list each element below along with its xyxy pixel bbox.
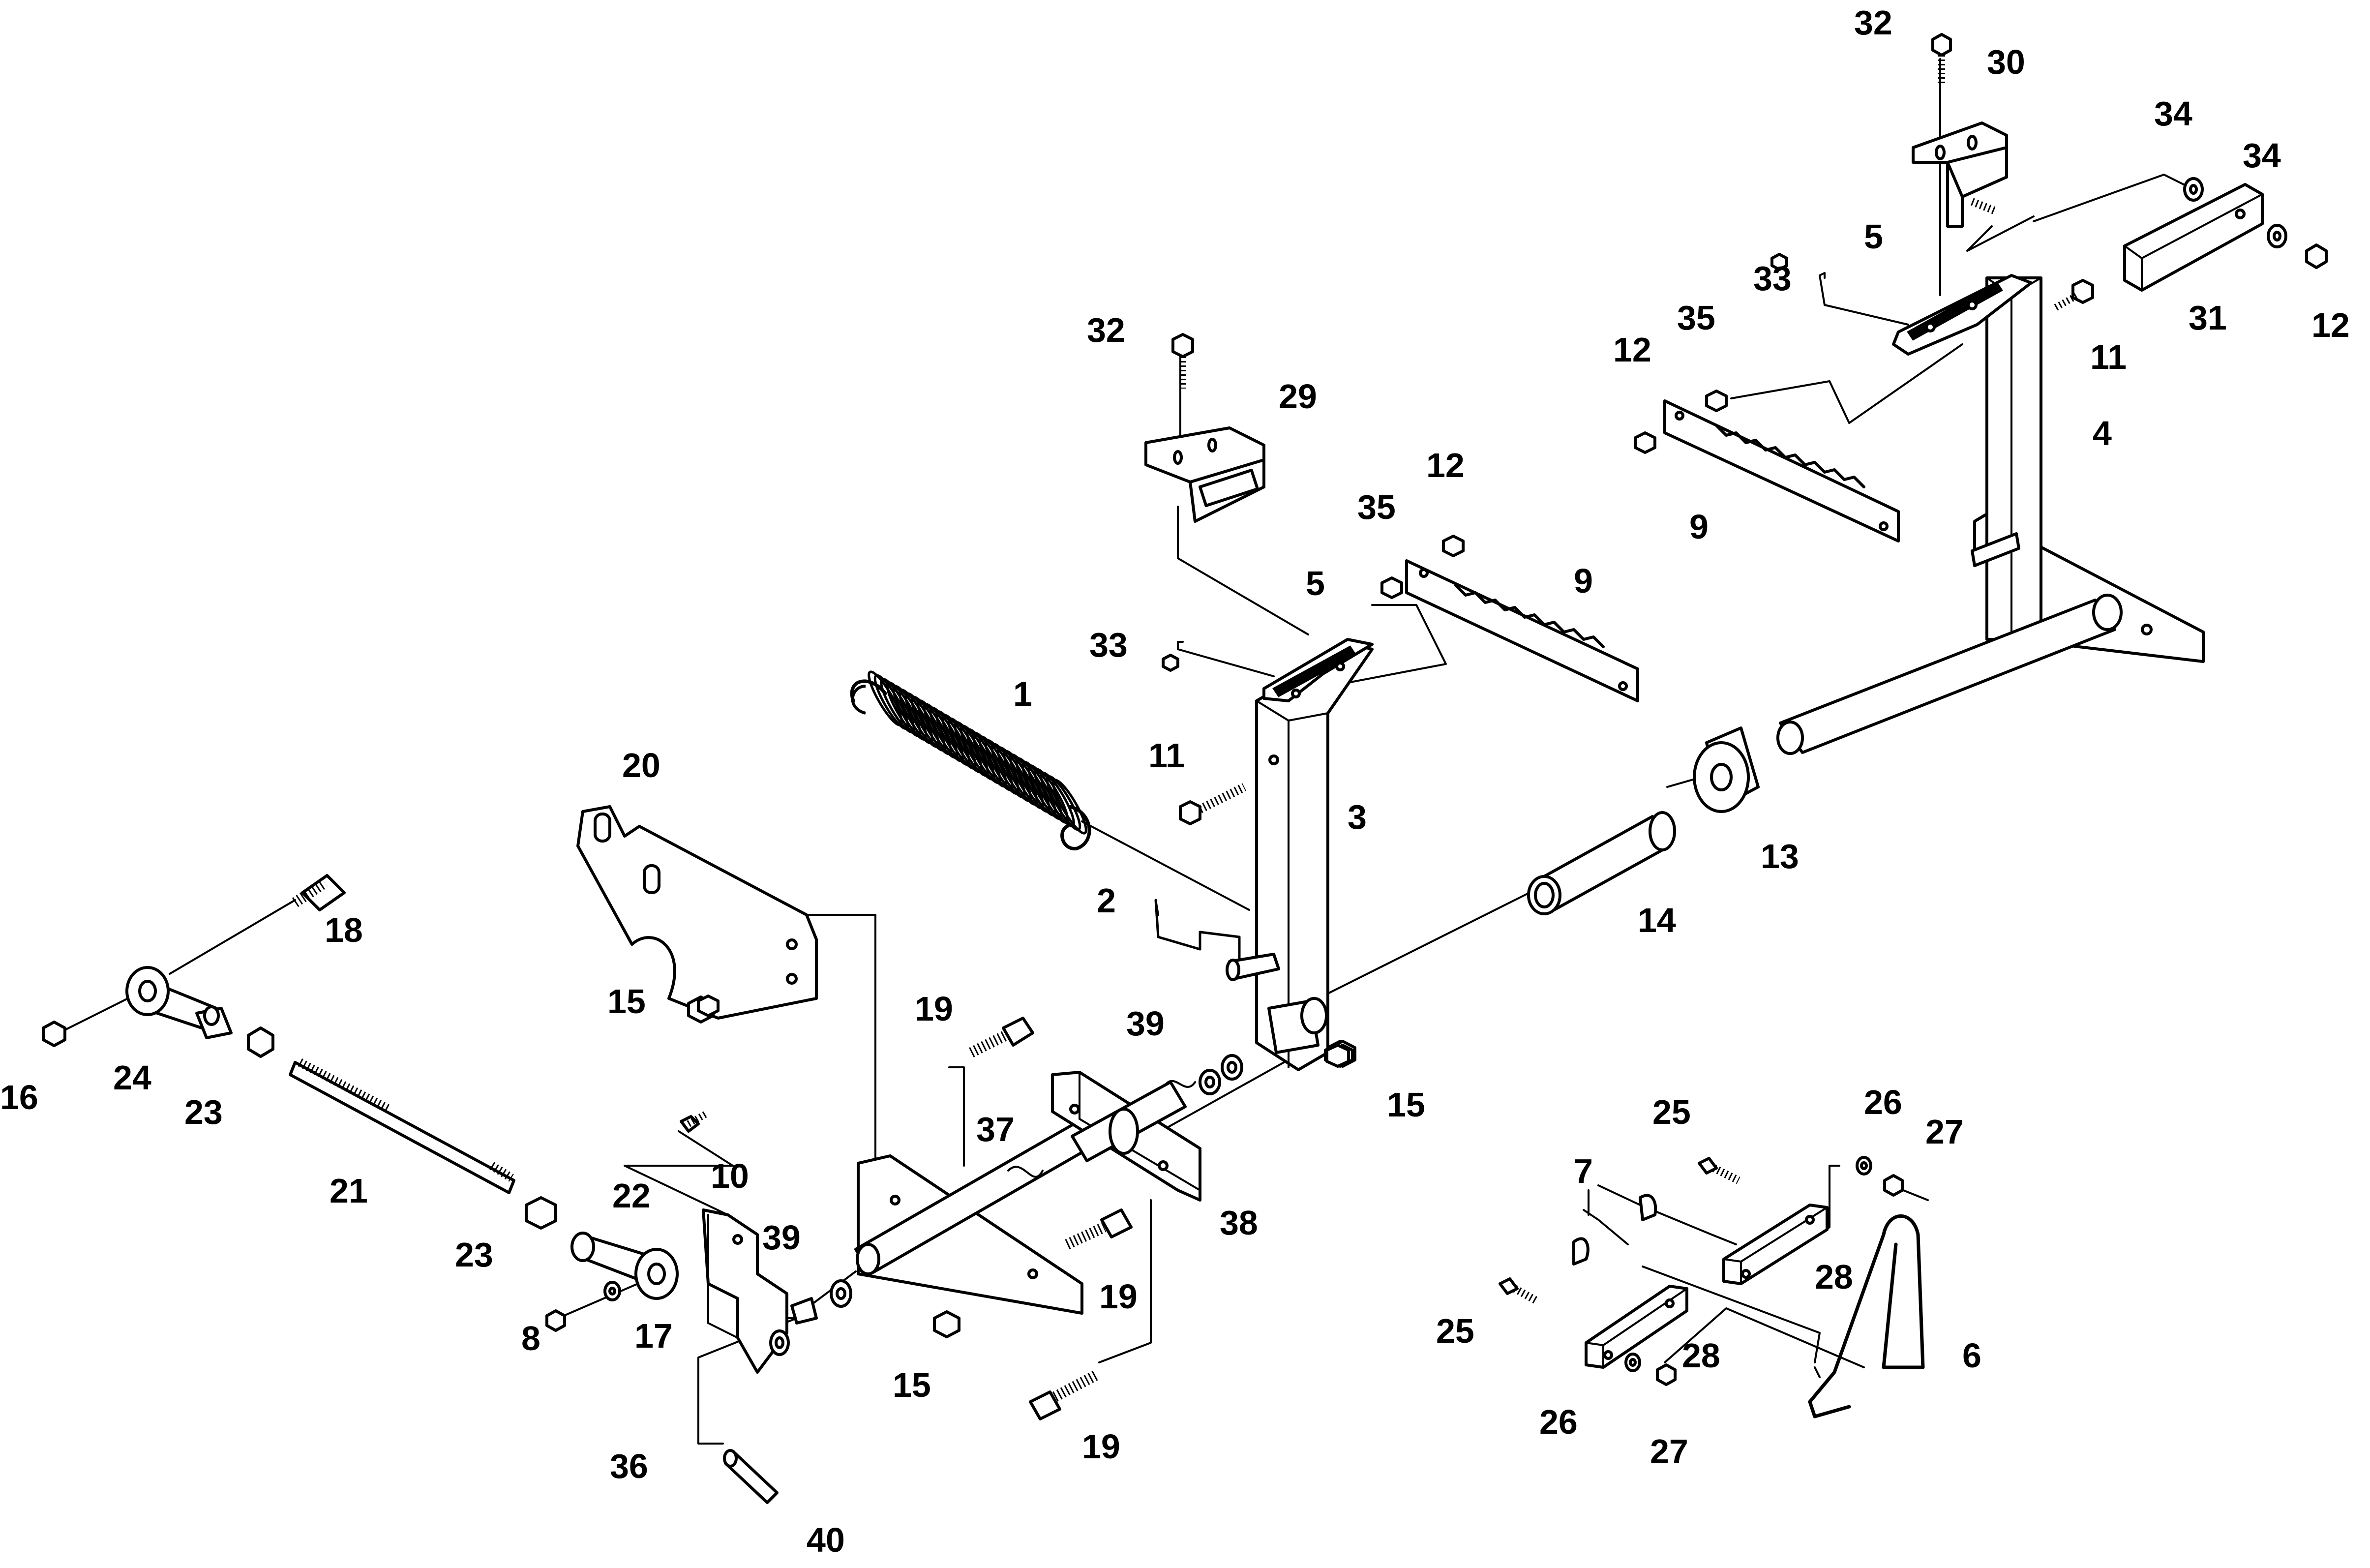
part-31-bar xyxy=(2123,183,2264,292)
callout-35: 35 xyxy=(1677,299,1715,337)
callout-9: 9 xyxy=(1574,562,1593,600)
callout-33: 33 xyxy=(1753,259,1792,298)
part-22-rod-end xyxy=(570,1232,679,1300)
callout-1: 1 xyxy=(1013,675,1032,713)
callout-4: 4 xyxy=(2093,414,2112,452)
part-6-hairpin xyxy=(1808,1214,1925,1418)
callout-8: 8 xyxy=(521,1319,540,1357)
callout-26: 26 xyxy=(1864,1083,1902,1121)
callout-16: 16 xyxy=(0,1078,38,1116)
callout-33: 33 xyxy=(1089,626,1128,664)
part-5-plate-right xyxy=(1892,274,2033,356)
callout-32: 32 xyxy=(1087,311,1125,349)
hex-nuts xyxy=(42,243,2328,1386)
callout-6: 6 xyxy=(1962,1336,1981,1375)
part-14-spacer xyxy=(1527,811,1676,915)
callout-5: 5 xyxy=(1864,217,1883,256)
callout-21: 21 xyxy=(330,1172,368,1210)
callout-36: 36 xyxy=(610,1447,648,1485)
callout-17: 17 xyxy=(634,1317,673,1355)
part-1-spring xyxy=(850,670,1091,850)
callout-32: 32 xyxy=(1854,3,1892,42)
callout-3: 3 xyxy=(1348,798,1367,836)
callout-12: 12 xyxy=(2311,306,2350,344)
part-40-pin xyxy=(723,1449,779,1504)
callout-12: 12 xyxy=(1613,331,1651,369)
callout-27: 27 xyxy=(1925,1113,1964,1151)
part-13-bushing xyxy=(1693,726,1760,813)
part-4-shaft-weldment xyxy=(1776,276,2205,755)
callout-37: 37 xyxy=(976,1110,1015,1148)
part-5-plate-left xyxy=(1262,638,1374,702)
callout-35: 35 xyxy=(1357,488,1396,526)
callout-15: 15 xyxy=(893,1366,931,1404)
callout-5: 5 xyxy=(1306,564,1325,603)
callout-26: 26 xyxy=(1539,1403,1578,1441)
callout-22: 22 xyxy=(612,1176,651,1215)
callout-23: 23 xyxy=(455,1236,493,1274)
callout-23: 23 xyxy=(184,1093,223,1131)
assembly-lines xyxy=(53,58,2194,1445)
callout-25: 25 xyxy=(1652,1093,1691,1131)
callout-2: 2 xyxy=(1097,881,1116,920)
part-29-bracket xyxy=(1144,426,1265,523)
callout-18: 18 xyxy=(325,911,363,949)
callout-34: 34 xyxy=(2243,136,2281,175)
callout-19: 19 xyxy=(915,990,953,1028)
part-7-clips xyxy=(1572,1194,1657,1266)
part-3-lever xyxy=(1226,643,1374,1071)
callout-27: 27 xyxy=(1650,1432,1688,1471)
part-2-clip xyxy=(1154,899,1241,961)
part-24-rod-end xyxy=(125,966,233,1039)
part-21-threaded-rod xyxy=(289,1058,515,1194)
callout-10: 10 xyxy=(711,1157,749,1195)
callout-29: 29 xyxy=(1279,377,1317,416)
callout-28: 28 xyxy=(1815,1258,1853,1296)
part-9-rack-right xyxy=(1663,399,1900,543)
callout-25: 25 xyxy=(1436,1312,1474,1350)
callout-12: 12 xyxy=(1426,446,1465,484)
part-30-bracket xyxy=(1912,121,2008,228)
callout-11: 11 xyxy=(1148,736,1185,775)
callout-38: 38 xyxy=(1220,1204,1258,1242)
callout-9: 9 xyxy=(1689,508,1709,546)
callout-15: 15 xyxy=(607,982,646,1021)
callout-34: 34 xyxy=(2154,94,2192,133)
callout-39: 39 xyxy=(762,1218,801,1257)
washers xyxy=(203,177,2287,1372)
callout-labels: 1 2 3 4 5 5 6 7 8 9 9 10 11 11 12 12 12 … xyxy=(0,3,2350,1559)
callout-28: 28 xyxy=(1682,1336,1720,1375)
callout-24: 24 xyxy=(113,1058,151,1097)
callout-40: 40 xyxy=(807,1521,845,1559)
part-38-plate xyxy=(1051,1071,1201,1202)
callout-19: 19 xyxy=(1082,1427,1120,1466)
callout-31: 31 xyxy=(2189,299,2227,337)
callout-15: 15 xyxy=(1387,1086,1425,1124)
callout-13: 13 xyxy=(1761,837,1799,875)
callout-14: 14 xyxy=(1638,901,1676,939)
callout-19: 19 xyxy=(1099,1277,1138,1316)
callout-20: 20 xyxy=(622,746,660,784)
part-9-rack-left xyxy=(1405,559,1639,702)
part-20-plate xyxy=(576,805,818,1020)
part-36-bracket xyxy=(702,1208,818,1374)
callout-7: 7 xyxy=(1574,1152,1593,1190)
bolts xyxy=(292,33,2094,1420)
callout-39: 39 xyxy=(1126,1004,1165,1043)
part-28-straps xyxy=(1585,1204,1829,1369)
callout-30: 30 xyxy=(1987,43,2025,81)
callout-11: 11 xyxy=(2090,338,2127,376)
